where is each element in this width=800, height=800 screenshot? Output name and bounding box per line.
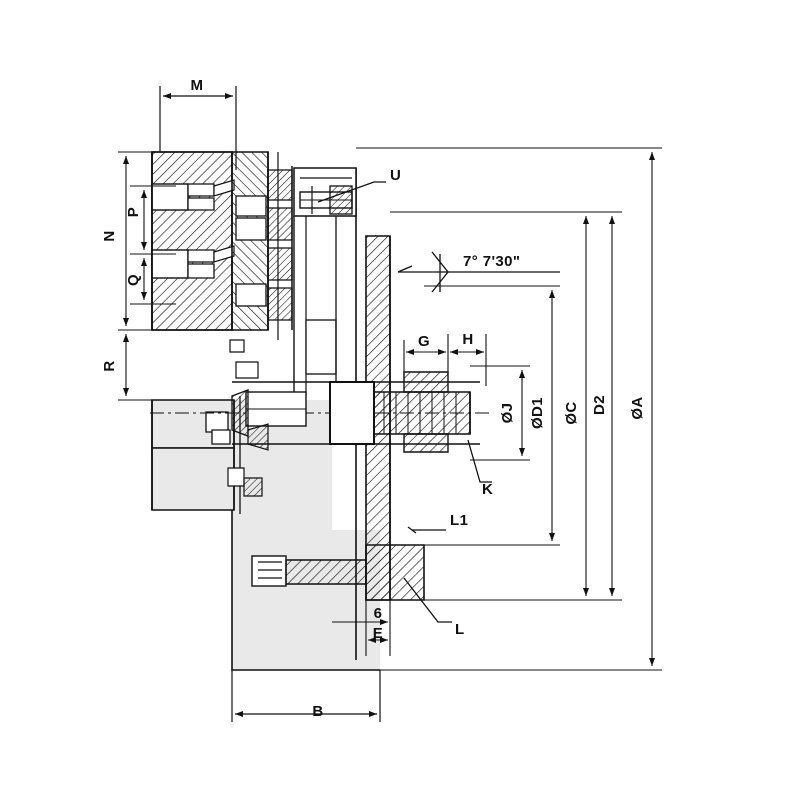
dimension-label-dia-D1: ØD1	[529, 397, 546, 429]
dimension-label-H: H	[462, 331, 473, 348]
spindle-bore-assembly	[150, 371, 490, 453]
leader-L1	[407, 526, 446, 534]
dimension-label-B: B	[312, 703, 323, 720]
dimension-M	[159, 86, 237, 170]
dimension-D2	[560, 211, 622, 601]
dimension-label-dia-J: ØJ	[499, 403, 516, 424]
dimension-P-Q	[130, 185, 176, 305]
left-extension-lines	[118, 151, 152, 401]
angle-annotation: 7° 7'30"	[463, 253, 520, 270]
dimension-6-E	[332, 600, 391, 656]
leader-label-L1: L1	[450, 512, 468, 529]
dimension-dia-A	[356, 147, 662, 671]
dimension-label-dia-A: ØA	[629, 396, 646, 419]
leader-U	[317, 181, 386, 203]
dimension-label-Q: Q	[125, 274, 142, 286]
dimension-label-R: R	[101, 360, 118, 371]
retaining-details	[227, 339, 269, 497]
lower-jaw	[151, 396, 241, 514]
u-screw-detail	[299, 185, 353, 215]
dimension-label-N: N	[101, 230, 118, 241]
dimension-label-dia-C: ØC	[563, 401, 580, 424]
dimension-label-G: G	[418, 333, 430, 350]
jaw-assembly	[151, 151, 293, 340]
dimension-label-E: E	[373, 625, 383, 642]
leader-label-U: U	[390, 167, 401, 184]
dimension-G-H	[403, 334, 487, 386]
dimension-B	[231, 670, 381, 722]
dimension-dia-J	[470, 365, 530, 461]
leader-K	[467, 439, 492, 483]
leader-label-K: K	[482, 481, 493, 498]
dimension-label-6: 6	[374, 605, 383, 622]
dimension-label-P: P	[125, 207, 142, 217]
leader-L	[403, 577, 452, 623]
lower-screw-detail	[251, 555, 367, 587]
leader-label-L: L	[455, 621, 465, 638]
dimension-label-M: M	[191, 77, 204, 94]
dimension-label-D2: D2	[591, 395, 608, 415]
dimension-dia-D1	[424, 285, 560, 546]
